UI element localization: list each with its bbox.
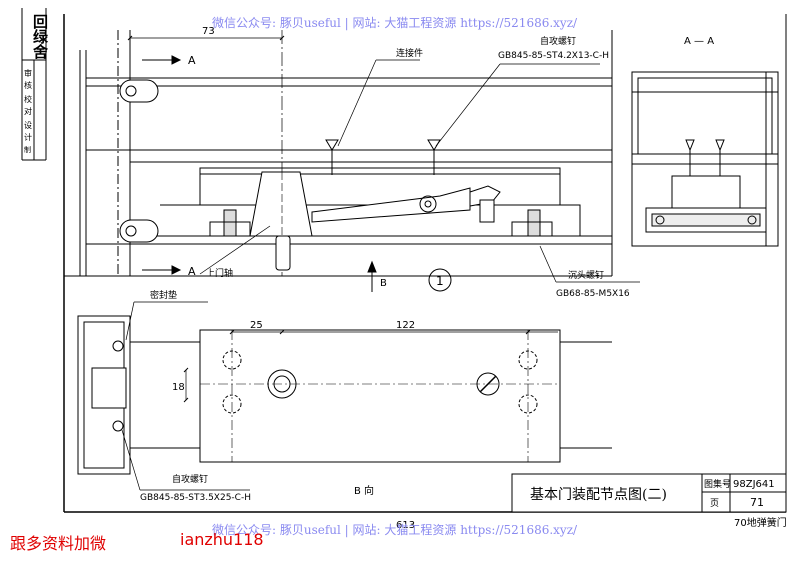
callout-screw-bottom-std: GB845-85-ST3.5X25-C-H <box>140 493 251 503</box>
view-b-marker <box>367 260 452 292</box>
b-view-holes <box>200 330 560 462</box>
callout-connector: 连接件 <box>396 47 423 59</box>
page-number: 613 <box>396 520 415 531</box>
dim-25-122 <box>229 329 558 335</box>
dim-18 <box>183 367 189 403</box>
pivot-body <box>249 171 313 271</box>
b-view-plate <box>77 315 612 475</box>
side-row-2b: 对 <box>24 106 32 116</box>
b-view-rollers <box>112 340 124 432</box>
side-row-1: 审 <box>24 68 32 78</box>
screw-group <box>209 139 553 237</box>
footer-contact-id: ianzhu118 <box>180 530 264 549</box>
footer-left-note: 跟多资料加微 <box>10 534 107 553</box>
view-b-label: B <box>380 278 387 289</box>
side-row-3: 设 <box>24 120 32 130</box>
section-a-bottom: A <box>188 265 196 278</box>
detail-number: 1 <box>436 274 444 288</box>
watermark-bottom: 微信公众号: 豚贝useful | 网站: 大猫工程资源 https://521… <box>212 523 578 537</box>
callout-pivot: 上门轴 <box>206 267 233 279</box>
dim-73 <box>127 35 285 41</box>
title-page-value: 71 <box>750 496 764 509</box>
section-aa <box>631 71 779 247</box>
watermark-top: 微信公众号: 豚贝useful | 网站: 大猫工程资源 https://521… <box>212 16 578 30</box>
side-row-3b: 计 <box>24 132 32 142</box>
footer-right: 70地弹簧门 <box>734 516 787 529</box>
dim-18-label: 18 <box>172 382 185 393</box>
dim-122-label: 122 <box>396 320 415 331</box>
left-rollers <box>119 79 159 243</box>
callout-countersunk-label: 沉头螺钉 <box>568 270 604 281</box>
side-row-2: 校 <box>24 94 32 104</box>
side-row-4: 制 <box>24 145 31 154</box>
b-view-title: B 向 <box>354 484 374 497</box>
callout-screw-bottom-label: 自攻螺钉 <box>172 473 208 485</box>
title-atlas-label: 图集号 <box>704 478 731 490</box>
door-profile-top <box>79 30 612 276</box>
side-title-column <box>21 8 47 161</box>
leader-lines-top <box>199 59 640 283</box>
section-aa-title: A — A <box>684 36 714 47</box>
title-page-label: 页 <box>710 498 719 509</box>
callout-screw-top-label: 自攻螺钉 <box>540 35 576 47</box>
closer-lever <box>311 185 501 223</box>
title-atlas-value: 98ZJ641 <box>733 479 775 490</box>
callout-screw-top-std: GB845-85-ST4.2X13-C-H <box>498 51 609 61</box>
dim-25-label: 25 <box>250 320 263 331</box>
section-a-top: A <box>188 54 196 67</box>
side-stamp: 回绿舍 <box>31 14 49 60</box>
leader-lines-bottom <box>121 301 250 491</box>
title-main: 基本门装配节点图(二) <box>530 486 667 503</box>
side-row-1b: 核 <box>24 80 32 90</box>
callout-seal: 密封垫 <box>150 289 177 301</box>
section-a-markers <box>142 55 182 275</box>
title-block <box>511 473 787 513</box>
dim-73-label: 73 <box>202 26 215 37</box>
callout-countersunk-std: GB68-85-M5X16 <box>556 289 630 299</box>
